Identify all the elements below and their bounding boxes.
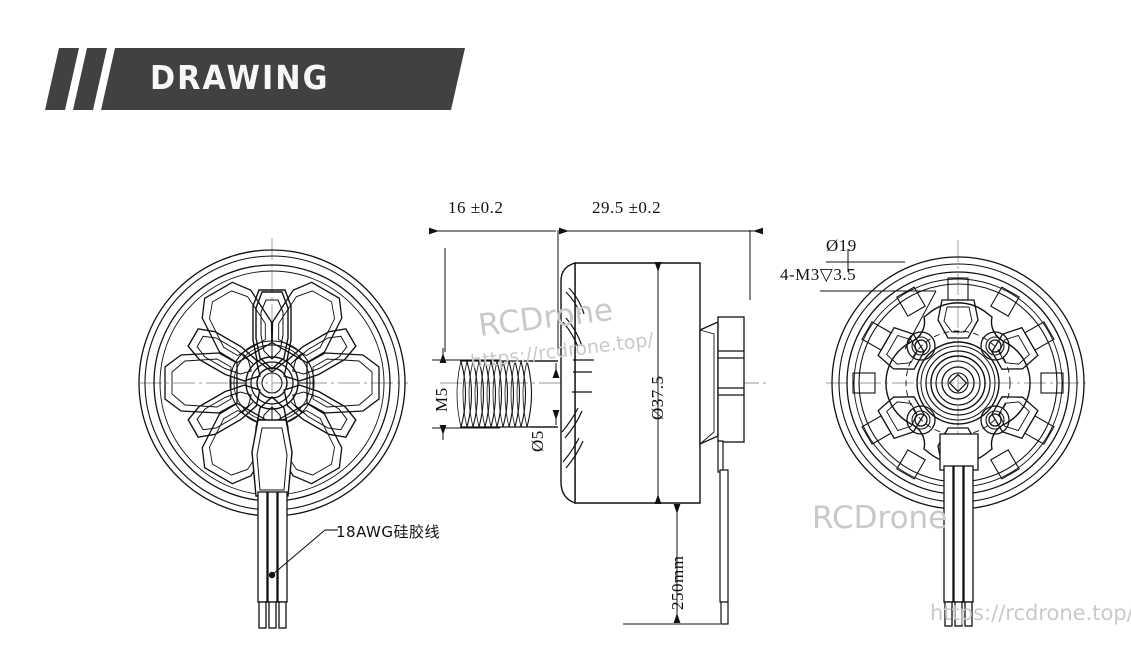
m3-mounting-holes [906,331,1010,435]
rear-view-wires [939,433,979,627]
mounting-base-profile [699,316,745,446]
m5-threaded-shaft [456,360,558,428]
dimension-label-bolt-circle: Ø19 [826,236,857,255]
top-dimension-lines [429,227,763,355]
side-view-wires [717,440,729,625]
banner-title: DRAWING [150,58,330,97]
side-view-group [429,227,770,625]
front-view-group [138,238,408,629]
dimension-label-body-diameter: Ø37.5 [648,375,667,420]
bell-side-slots [561,287,594,469]
bell-vent-pockets [164,281,380,485]
banner-stripe-2 [73,48,107,110]
thread-dimension [432,348,500,440]
bell-body-profile [560,262,701,504]
wire-callout-leader [271,529,338,576]
rear-view-leaders [820,249,937,350]
rear-view-group [820,240,1090,627]
mounting-plate [885,302,1031,464]
dimension-label-body-length: 29.5 ±0.2 [592,198,662,217]
wire-callout-label: 18AWG硅胶线 [336,523,440,541]
thread-helix-back [456,360,528,428]
leader-4m3 [904,290,937,350]
dimension-label-mounting-holes: 4-M3▽3.5 [780,265,857,284]
stator-center-bearing [916,341,1000,425]
wire-exit-boss [251,419,293,497]
dimension-label-wire-length: 250mm [668,555,687,610]
motor-wires [257,491,288,629]
banner-body [101,48,465,110]
drawing-banner: DRAWING [45,48,465,110]
wire-callout-dot [268,571,276,579]
wire-length-dimension [623,502,720,625]
banner-shape [45,48,465,110]
dimension-label-thread-spec: M5 [432,387,451,412]
thread-helix [460,360,532,428]
dimension-label-shaft-diameter: Ø5 [528,430,547,452]
dimension-label-shaft-length: 16 ±0.2 [448,198,504,217]
banner-stripe-1 [45,48,79,110]
